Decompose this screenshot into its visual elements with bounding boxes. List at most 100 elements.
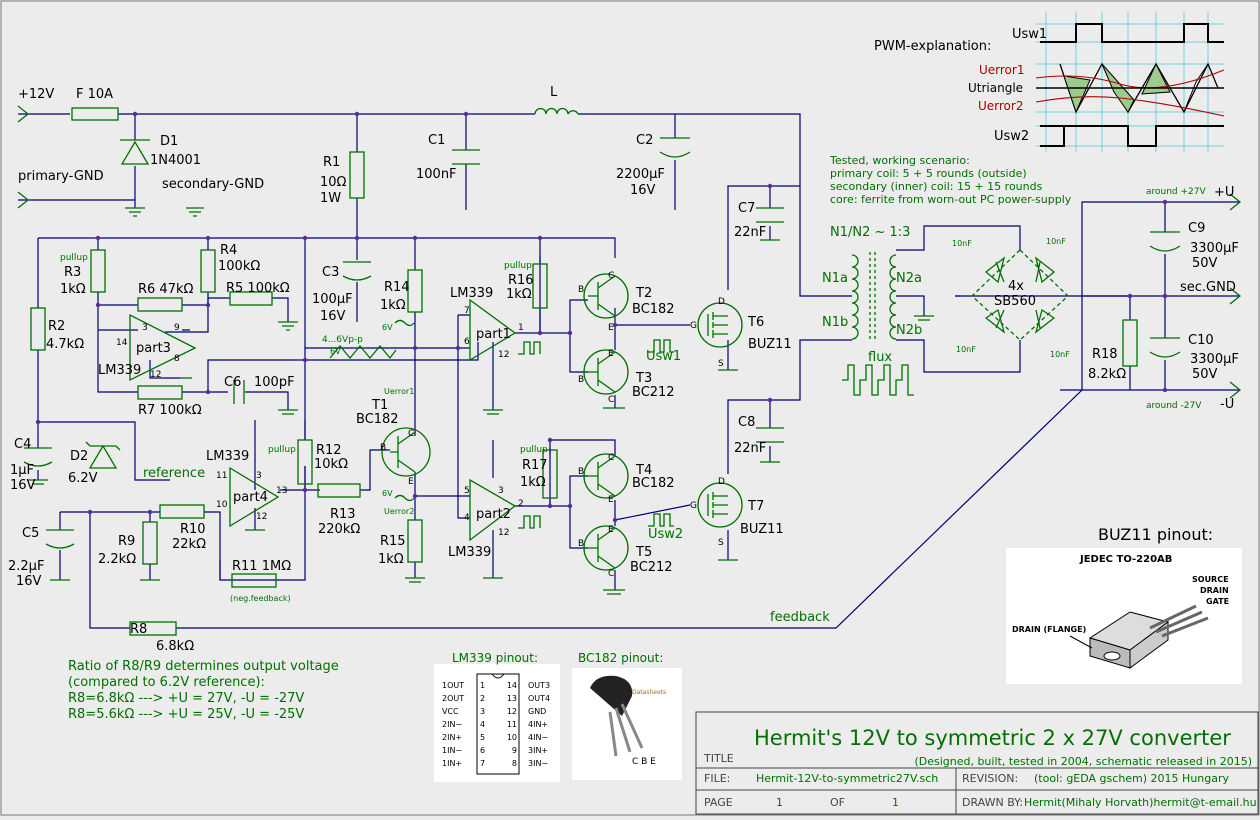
transistor-t5[interactable]: [583, 525, 629, 571]
transformer-primary[interactable]: [851, 254, 859, 340]
label-r14-ref: R14: [384, 280, 410, 295]
lm339-left-pin-num: 3: [480, 707, 485, 716]
label-six-v-c: 6V: [382, 489, 393, 498]
label-lm339-3: LM339: [98, 363, 141, 378]
svg-text:E: E: [608, 525, 614, 535]
transformer-secondary[interactable]: [889, 254, 897, 340]
capacitor-c5[interactable]: [45, 529, 75, 549]
transistor-t3[interactable]: [583, 349, 629, 395]
label-c3-val: 100µF: [312, 292, 353, 307]
resistor-r1[interactable]: [349, 151, 365, 199]
lm339-left-pin-num: 2: [480, 694, 485, 703]
lm339-right-pin-num: 11: [507, 720, 517, 729]
svg-text:C: C: [608, 453, 614, 463]
transistor-t2[interactable]: [583, 273, 629, 319]
label-r12-ref: R12: [316, 443, 342, 458]
transistor-t4[interactable]: [583, 453, 629, 499]
zener-d2[interactable]: [85, 441, 121, 469]
comparator-part2[interactable]: [469, 478, 517, 542]
capacitor-c8[interactable]: [756, 427, 784, 443]
lm339-right-pin-name: 4IN+: [528, 720, 548, 729]
label-c8-ref: C8: [738, 415, 755, 430]
capacitor-c1[interactable]: [452, 149, 480, 165]
lm339-left-pin-num: 1: [480, 681, 485, 690]
resistor-r12[interactable]: [297, 439, 313, 485]
resistor-r9[interactable]: [142, 521, 158, 565]
label-c6: C6: [224, 375, 241, 390]
svg-text:C: C: [608, 395, 614, 405]
lm339-right-pin-num: 14: [507, 681, 517, 690]
transistor-t1[interactable]: [381, 427, 431, 477]
label-uerror2-small: Uerror2: [384, 507, 414, 516]
svg-text:D: D: [718, 297, 725, 307]
mosfet-t6[interactable]: [697, 302, 743, 348]
label-c6-val: 100pF: [254, 375, 295, 390]
svg-text:3: 3: [142, 323, 148, 333]
capacitor-c3[interactable]: [342, 261, 372, 281]
capacitor-c7[interactable]: [756, 207, 784, 223]
resistor-r5[interactable]: [229, 291, 273, 306]
label-t4-ref: T4: [635, 463, 652, 478]
resistor-r13[interactable]: [317, 483, 361, 498]
resistor-r18[interactable]: [1122, 319, 1138, 367]
resistor-r17[interactable]: [542, 449, 558, 499]
bridge-rectifier[interactable]: [971, 249, 1069, 341]
svg-text:4: 4: [464, 513, 470, 523]
label-r4-val: 100kΩ: [218, 259, 260, 274]
svg-text:6: 6: [464, 337, 470, 347]
capacitor-c10[interactable]: [1149, 337, 1181, 358]
resistor-r2[interactable]: [30, 307, 46, 351]
lm339-right-pin-num: 9: [512, 746, 517, 755]
bc182-pinout: BC182 pinout: Datasheets C B E: [572, 651, 682, 780]
label-r2-ref: R2: [48, 319, 65, 334]
label-r15-val: 1kΩ: [378, 552, 404, 567]
label-r8-ref: R8: [130, 622, 147, 637]
svg-text:B: B: [578, 467, 584, 477]
pwm-diagram: [1035, 12, 1225, 152]
capacitor-c2[interactable]: [659, 137, 691, 158]
buz11-gate: GATE: [1206, 597, 1229, 606]
resistor-r15[interactable]: [407, 519, 423, 563]
label-usw2: Usw2: [648, 527, 683, 542]
label-flux: flux: [868, 350, 892, 365]
label-n1b: N1b: [822, 315, 848, 330]
resistor-r4[interactable]: [200, 249, 216, 293]
mosfet-t7[interactable]: [697, 482, 743, 528]
diode-d1[interactable]: [120, 139, 150, 165]
capacitor-c6[interactable]: [233, 380, 245, 404]
comparator-part3[interactable]: [129, 313, 197, 382]
file-name: Hermit-12V-to-symmetric27V.sch: [756, 772, 938, 785]
resistor-r10[interactable]: [159, 504, 205, 519]
label-r14-val: 1kΩ: [380, 298, 406, 313]
junctions: [35, 111, 1168, 523]
resistor-r11[interactable]: [231, 573, 277, 588]
resistor-r6[interactable]: [137, 297, 183, 312]
resistor-r16[interactable]: [532, 263, 548, 309]
comparator-part1[interactable]: [469, 298, 517, 362]
lm339-left-pin-name: 1IN+: [442, 759, 462, 768]
lm339-left-pin-name: 2IN−: [442, 720, 462, 729]
note-tested-line2: secondary (inner) coil: 15 + 15 rounds: [830, 180, 1043, 193]
wires: [18, 113, 1240, 629]
resistor-r8[interactable]: [129, 621, 177, 636]
capacitor-c4[interactable]: [23, 447, 53, 467]
inductor-l[interactable]: [534, 107, 579, 115]
label-r2-val: 4.7kΩ: [46, 337, 84, 352]
fuse-f[interactable]: [71, 107, 119, 121]
resistor-r7[interactable]: [137, 385, 183, 400]
comparator-part4[interactable]: [229, 466, 280, 528]
resistor-r14[interactable]: [407, 269, 423, 313]
svg-text:E: E: [608, 495, 614, 505]
capacitor-c9[interactable]: [1149, 231, 1181, 252]
note-ratio-line3: R8=6.8kΩ ---> +U = 27V, -U = -27V: [68, 691, 304, 706]
svg-text:12: 12: [498, 350, 509, 360]
title-block: TITLE Hermit's 12V to symmetric 2 x 27V …: [695, 711, 1259, 815]
label-bridge-cap-4: 10nF: [1050, 350, 1070, 359]
label-t5-val: BC212: [630, 560, 673, 575]
resistor-r3[interactable]: [90, 249, 106, 293]
svg-text:E: E: [408, 477, 414, 487]
buz11-flange: DRAIN (FLANGE): [1012, 625, 1086, 634]
label-usw1: Usw1: [646, 349, 681, 364]
